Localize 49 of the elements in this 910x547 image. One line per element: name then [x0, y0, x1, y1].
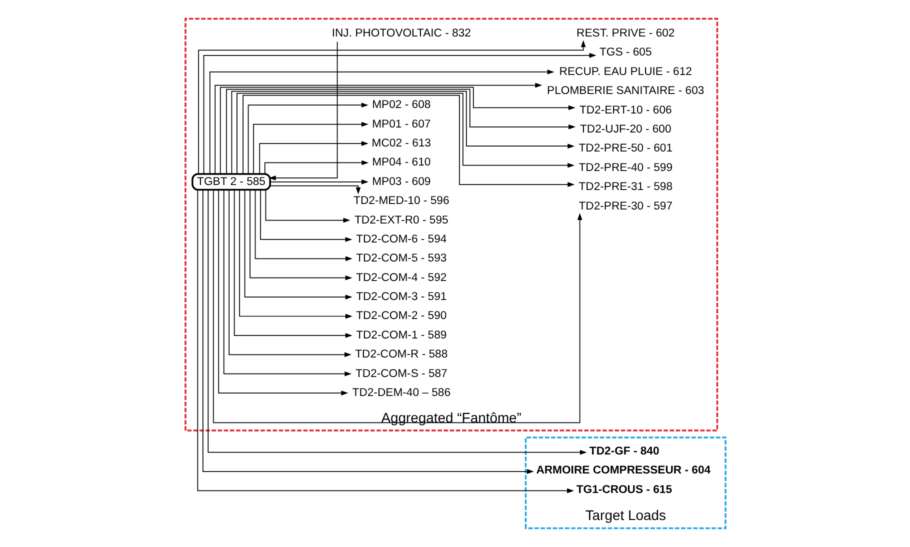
node-text: TD2-PRE-50 - 601: [578, 142, 672, 155]
node-text: TD2-ERT-10 - 606: [578, 104, 672, 116]
node-text: PLOMBERIE SANITAIRE - 603: [546, 85, 704, 98]
arrow: [202, 190, 534, 474]
node-text: TD2-UJF-20 - 600: [579, 124, 671, 136]
arrow: [264, 160, 368, 174]
arrow: [254, 189, 352, 262]
node-text: INJ. PHOTOVOLTAIC - 832: [331, 28, 470, 40]
node-text: TG1-CROUS - 615: [576, 484, 672, 496]
arrow: [268, 41, 338, 180]
node-text: TD2-PRE-40 - 599: [578, 162, 672, 174]
arrow: [233, 190, 352, 338]
node-text: TD2-COM-6 - 594: [356, 233, 446, 246]
node-text: MC02 - 613: [371, 137, 430, 150]
arrow: [249, 189, 352, 280]
node-text: RECUP. EAU PLUIE - 612: [558, 66, 692, 78]
arrow: [247, 102, 368, 174]
node-text: TD2-COM-1 - 589: [356, 329, 446, 342]
arrow: [242, 94, 574, 187]
node-text: TD2-PRE-31 - 598: [578, 181, 672, 194]
node-text: MP02 - 608: [372, 99, 430, 112]
node-text: TD2-COM-3 - 591: [356, 291, 446, 304]
node-text: TD2-COM-4 - 592: [356, 272, 446, 284]
arrow: [269, 179, 368, 184]
arrow: [260, 189, 352, 242]
node-text: REST. PRIVE - 602: [576, 28, 674, 40]
node-text: TD2-GF - 840: [588, 445, 659, 458]
node-text: TD2-COM-R - 588: [354, 348, 448, 361]
node-text: TGS - 605: [599, 46, 652, 59]
arrow: [264, 190, 350, 223]
node-text: MP03 - 609: [372, 176, 430, 188]
arrow: [196, 189, 574, 494]
arrow: [208, 70, 554, 174]
node-text: MP01 - 607: [372, 118, 430, 130]
arrow: [269, 185, 360, 194]
arrow: [252, 122, 368, 174]
node-text: TD2-COM-2 - 590: [356, 310, 446, 322]
node-text: MP04 - 610: [372, 156, 430, 169]
node-text: TD2-PRE-30 - 597: [578, 200, 672, 212]
node-text: TD2-MED-10 - 596: [353, 195, 449, 208]
arrow: [238, 189, 352, 319]
node-text: TD2-EXT-R0 - 595: [354, 214, 448, 226]
arrow: [244, 189, 352, 300]
node-text: ARMOIRE COMPRESSEUR - 604: [536, 464, 710, 477]
node-text: TD2-COM-5 - 593: [356, 252, 446, 265]
arrow: [258, 141, 368, 174]
node-text: TD2-COM-S - 587: [354, 368, 447, 380]
node-text: TD2-DEM-40 – 586: [352, 386, 450, 399]
node-box: TGBT 2 - 585: [191, 173, 270, 191]
